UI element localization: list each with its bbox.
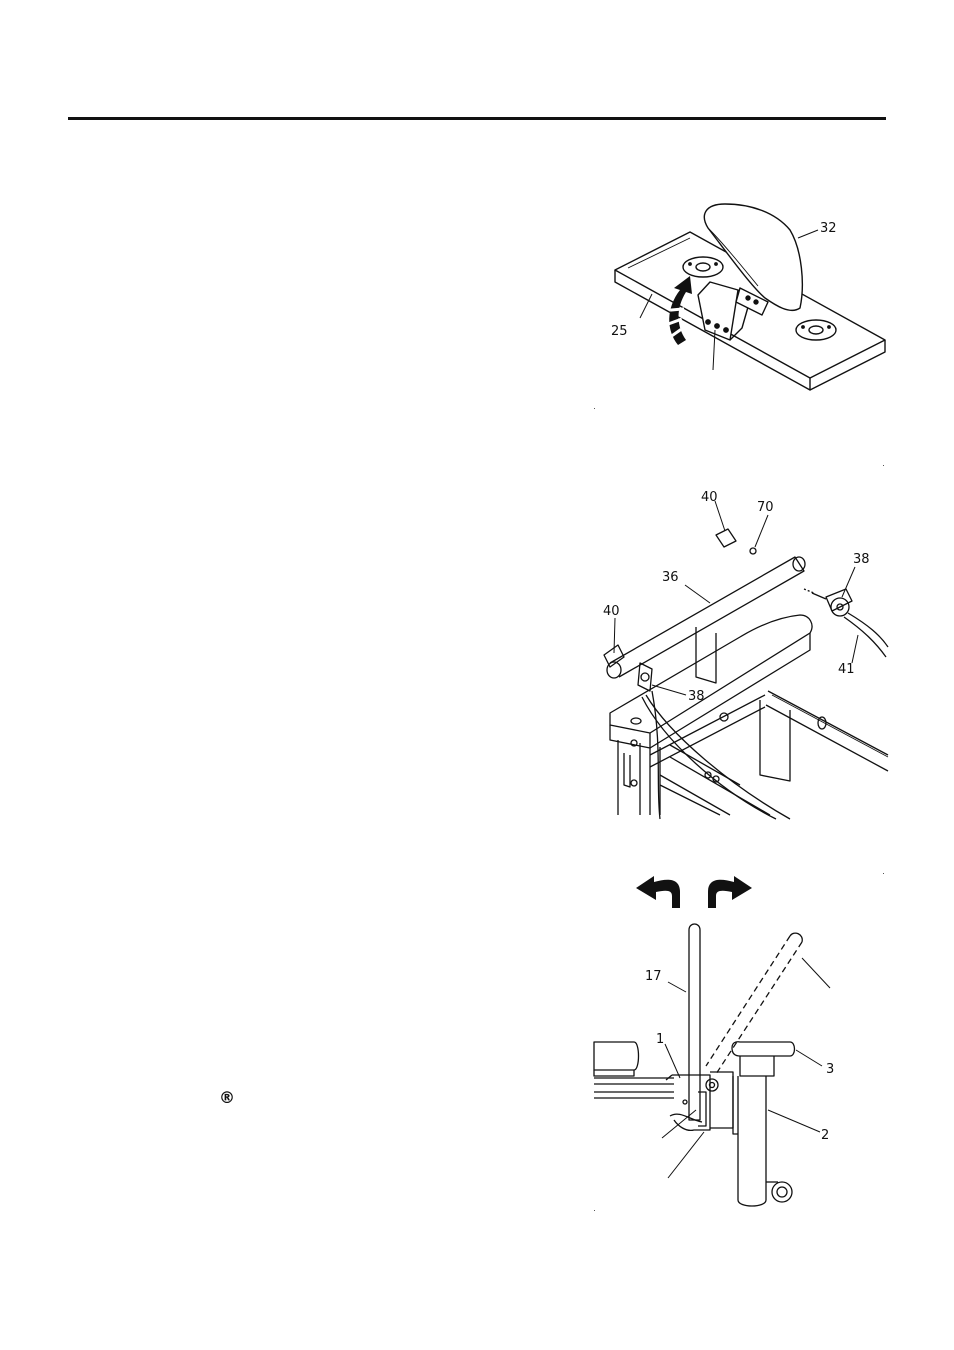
callout-17: 17 — [645, 969, 662, 984]
figure-seat-pad-attachment: 32 25 — [590, 190, 890, 415]
corner-tick — [883, 873, 884, 874]
callout-41: 41 — [838, 662, 855, 677]
corner-tick — [594, 1210, 595, 1211]
corner-tick — [594, 408, 595, 409]
callout-3: 3 — [826, 1062, 834, 1077]
callout-36: 36 — [662, 570, 679, 585]
callout-32: 32 — [820, 221, 837, 236]
callout-40-left: 40 — [603, 604, 620, 619]
corner-tick — [883, 465, 884, 466]
header-rule — [68, 117, 886, 120]
figure-handle-pivot-side-view: 17 1 3 2 — [590, 870, 890, 1215]
figure-lat-bar-cable-assembly: 40 70 38 36 40 38 41 — [590, 485, 890, 820]
callout-25: 25 — [611, 324, 628, 339]
callout-70: 70 — [757, 500, 774, 515]
callout-1: 1 — [656, 1032, 664, 1047]
callout-2: 2 — [821, 1128, 829, 1143]
registered-mark: ® — [219, 1089, 235, 1107]
callout-38-left: 38 — [688, 689, 705, 704]
callout-38-right: 38 — [853, 552, 870, 567]
callout-40-top: 40 — [701, 490, 718, 505]
